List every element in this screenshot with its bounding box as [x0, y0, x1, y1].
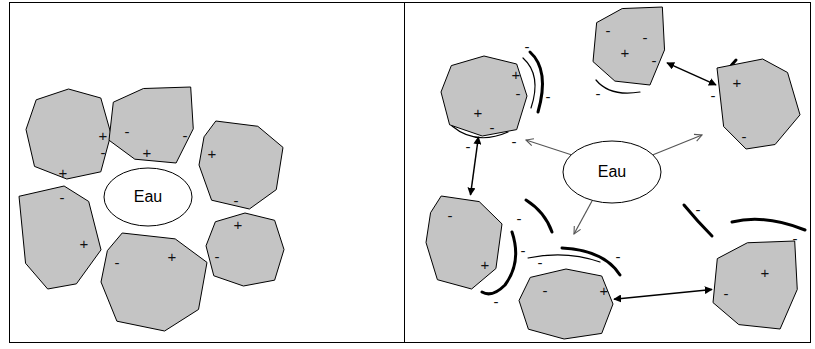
repulsion-arrow [470, 137, 478, 195]
charge-sign: + [99, 128, 108, 143]
water-ellipse: Eau [103, 167, 193, 227]
particle-shape [519, 269, 613, 339]
water-arrow [526, 140, 575, 156]
water-ellipse: Eau [562, 140, 662, 204]
repulsion-arrow [614, 289, 712, 299]
particle-shape [441, 56, 527, 136]
charge-sign: - [215, 249, 220, 264]
polymer-chain [530, 52, 543, 112]
charge-sign: - [516, 86, 521, 101]
water-label: Eau [598, 164, 626, 180]
charge-sign: - [115, 255, 120, 270]
particle-shape [26, 89, 111, 179]
charge-sign: + [481, 257, 490, 272]
cement-particle: +- [716, 58, 801, 150]
charge-sign: - [724, 286, 729, 301]
charge-sign: - [234, 193, 239, 208]
cement-particle: --+ [108, 86, 196, 164]
particle-shape [593, 7, 665, 85]
node-outline [592, 6, 667, 86]
charge-sign: - [742, 129, 747, 144]
polymer-charge: - [517, 211, 522, 226]
polymer-charge: - [616, 249, 621, 264]
frame [10, 3, 811, 343]
ellipse-shape [104, 168, 192, 226]
charge-sign: + [168, 249, 177, 264]
polymer-charge: - [711, 88, 716, 103]
charge-sign: + [59, 165, 68, 180]
node-outline [100, 232, 208, 332]
particle-shape [109, 87, 193, 163]
polymer-chain [732, 219, 805, 230]
water-arrow [650, 135, 702, 156]
charge-sign: - [448, 208, 453, 223]
polymer-charge: - [793, 231, 798, 246]
water-arrow [574, 201, 592, 234]
charge-sign: - [606, 23, 611, 38]
polymer-charge: - [538, 255, 543, 270]
particle-shape [206, 213, 284, 286]
node-outline [198, 120, 284, 210]
water-label: Eau [134, 189, 162, 205]
charge-sign: + [621, 45, 630, 60]
charge-sign: + [733, 75, 742, 90]
cement-particle: + - + [25, 88, 112, 180]
charge-sign: - [490, 120, 495, 135]
polymer-charge: - [512, 134, 517, 149]
charge-sign: - [101, 145, 106, 160]
cement-particle: -+ [425, 195, 503, 290]
charge-sign: + [234, 217, 243, 232]
panel-divider [404, 3, 405, 343]
polymer-charge: - [466, 139, 471, 154]
charge-sign: - [543, 283, 548, 298]
cement-particle: +- [205, 212, 285, 287]
charge-sign: + [80, 236, 89, 251]
particle-shape [717, 59, 800, 149]
charge-sign: + [512, 67, 521, 82]
water-arrows [526, 135, 702, 234]
repulsion-arrow [667, 63, 716, 85]
polymer-charge: - [546, 89, 551, 104]
polymer-charge: - [596, 86, 601, 101]
ellipse-shape [563, 141, 661, 203]
cement-particle: -+ [100, 232, 208, 332]
cement-particle: -+-- [592, 6, 667, 86]
polymer-charge: - [525, 39, 530, 54]
cement-particle: +- [712, 240, 800, 330]
particle-shape [101, 233, 207, 331]
charge-sign: + [761, 265, 770, 280]
particle-shape [199, 121, 283, 209]
polymer-charge: - [696, 202, 701, 217]
cement-particle: +-+- [440, 55, 528, 137]
charge-sign: - [652, 53, 657, 68]
charge-sign: - [183, 128, 188, 143]
charge-sign: - [643, 30, 648, 45]
polymer-charge: - [521, 243, 526, 258]
charge-sign: + [208, 146, 217, 161]
charge-sign: + [143, 145, 152, 160]
node-outline [108, 86, 196, 164]
node-outline [716, 58, 801, 150]
polymer-chain [526, 200, 552, 232]
cement-particle: -+ [18, 185, 102, 290]
particle-shape [426, 196, 502, 289]
node-outline [425, 195, 503, 290]
polymer-charge: - [494, 294, 499, 309]
cement-particle: +- [198, 120, 284, 210]
charge-sign: + [600, 283, 609, 298]
node-outline [518, 268, 614, 340]
cement-particle: -+ [518, 268, 614, 340]
charge-sign: + [474, 105, 483, 120]
particle-shape [713, 241, 797, 329]
charge-sign: - [60, 190, 65, 205]
charge-sign: - [125, 124, 130, 139]
particle-shape [19, 186, 101, 289]
